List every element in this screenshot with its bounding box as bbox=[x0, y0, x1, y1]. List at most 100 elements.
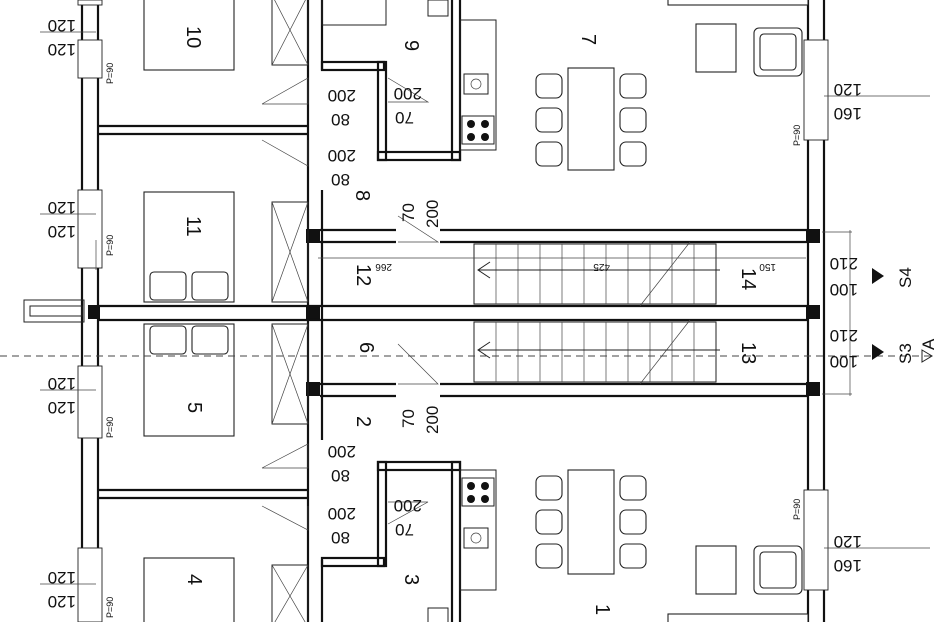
room-labels: 10 11 5 4 9 3 7 1 8 12 6 2 14 13 bbox=[182, 26, 759, 615]
bed-room-4 bbox=[143, 557, 235, 627]
dim-label: 100 bbox=[830, 280, 858, 299]
column bbox=[306, 382, 320, 396]
section-label: S4 bbox=[896, 267, 915, 288]
dim-label: 80 bbox=[331, 528, 350, 547]
dim-label: 210 bbox=[830, 326, 858, 345]
room-number: 14 bbox=[737, 268, 759, 290]
section-label: S3 bbox=[896, 343, 915, 364]
window-left-2 bbox=[77, 39, 103, 79]
window-right-2 bbox=[803, 489, 829, 591]
dim-label: 210 bbox=[830, 254, 858, 273]
interior-walls bbox=[98, 0, 808, 627]
dim-label: 425 bbox=[593, 261, 610, 272]
dim-label: 200 bbox=[328, 504, 356, 523]
balcony-stub bbox=[23, 299, 85, 323]
column bbox=[806, 305, 820, 319]
parapet-label: P=90 bbox=[105, 63, 115, 84]
parapet-label: P=90 bbox=[792, 499, 802, 520]
section-arrow-icon bbox=[872, 344, 884, 360]
dim-label: 100 bbox=[830, 352, 858, 371]
dim-label: 120 bbox=[48, 568, 76, 587]
room-number: 2 bbox=[352, 416, 374, 427]
bed-room-10 bbox=[143, 0, 235, 71]
window-left-4 bbox=[77, 365, 103, 439]
side-table bbox=[695, 545, 737, 595]
dim-label: 120 bbox=[834, 80, 862, 99]
dim-label: 120 bbox=[48, 374, 76, 393]
dim-label: 120 bbox=[48, 398, 76, 417]
section-marks: S4 S3 A bbox=[896, 267, 935, 364]
dim-label: 120 bbox=[48, 198, 76, 217]
parapet-labels: P=90 P=90 P=90 P=90 P=90 P=90 bbox=[105, 63, 802, 618]
room-number: 3 bbox=[400, 574, 422, 585]
stove-icon bbox=[461, 477, 495, 507]
axis-arrow-icon bbox=[921, 349, 933, 363]
dim-label: 200 bbox=[328, 146, 356, 165]
dim-label: 70 bbox=[395, 108, 414, 127]
dim-label: 200 bbox=[423, 406, 442, 434]
dining-table bbox=[567, 469, 615, 575]
axis-label: A bbox=[919, 338, 935, 350]
room-number: 12 bbox=[352, 264, 374, 286]
dim-label: 200 bbox=[328, 442, 356, 461]
dim-label: 200 bbox=[328, 86, 356, 105]
sofa bbox=[667, 613, 809, 627]
parapet-label: P=90 bbox=[105, 417, 115, 438]
room-number: 7 bbox=[577, 34, 599, 45]
dim-label: 200 bbox=[394, 84, 422, 103]
dim-label: 80 bbox=[331, 110, 350, 129]
dim-label: 120 bbox=[48, 16, 76, 35]
parapet-label: P=90 bbox=[792, 125, 802, 146]
stove-icon bbox=[461, 115, 495, 145]
room-number: 5 bbox=[183, 402, 205, 413]
room-number: 13 bbox=[737, 342, 759, 364]
parapet-label: P=90 bbox=[105, 235, 115, 256]
section-arrow-icon bbox=[872, 268, 884, 284]
room-number: 1 bbox=[591, 604, 613, 615]
window-left-5 bbox=[77, 547, 103, 623]
sink-icon bbox=[463, 527, 489, 549]
dimension-lines bbox=[0, 31, 935, 585]
parapet-label: P=90 bbox=[105, 597, 115, 618]
sink-icon bbox=[427, 0, 449, 17]
window-left-3 bbox=[77, 189, 103, 269]
room-number: 6 bbox=[355, 342, 377, 353]
sink-icon bbox=[463, 73, 489, 95]
room-number: 10 bbox=[182, 26, 204, 48]
dim-label: 120 bbox=[48, 222, 76, 241]
balcony-stub-inner bbox=[29, 305, 83, 317]
door-swings bbox=[261, 77, 691, 531]
column bbox=[306, 305, 320, 319]
column bbox=[806, 229, 820, 243]
room-number: 11 bbox=[182, 216, 204, 237]
dim-label: 120 bbox=[48, 40, 76, 59]
side-table bbox=[695, 23, 737, 73]
dim-label: 80 bbox=[331, 466, 350, 485]
dining-table bbox=[567, 67, 615, 171]
dim-label: 150 bbox=[759, 261, 776, 272]
window-right-1 bbox=[803, 39, 829, 141]
sofa bbox=[667, 0, 809, 6]
room-number: 4 bbox=[183, 574, 205, 585]
dim-label: 200 bbox=[394, 496, 422, 515]
window-left-1 bbox=[77, 0, 103, 6]
dim-label: 160 bbox=[834, 556, 862, 575]
column bbox=[306, 229, 320, 243]
dim-label: 160 bbox=[834, 104, 862, 123]
staircase-lower bbox=[473, 321, 720, 383]
dim-label: 120 bbox=[834, 532, 862, 551]
outer-walls bbox=[23, 0, 829, 627]
room-number: 8 bbox=[351, 190, 373, 201]
staircase-upper bbox=[473, 243, 720, 305]
sink-icon bbox=[427, 607, 449, 625]
dim-label: 120 bbox=[48, 592, 76, 611]
column bbox=[88, 305, 100, 319]
dim-label: 200 bbox=[423, 200, 442, 228]
dimension-labels: 120 120 120 120 120 120 120 120 120 160 … bbox=[48, 16, 862, 611]
dim-label: 80 bbox=[331, 170, 350, 189]
column bbox=[806, 382, 820, 396]
room-number: 9 bbox=[400, 40, 422, 51]
dim-label: 266 bbox=[375, 261, 392, 272]
